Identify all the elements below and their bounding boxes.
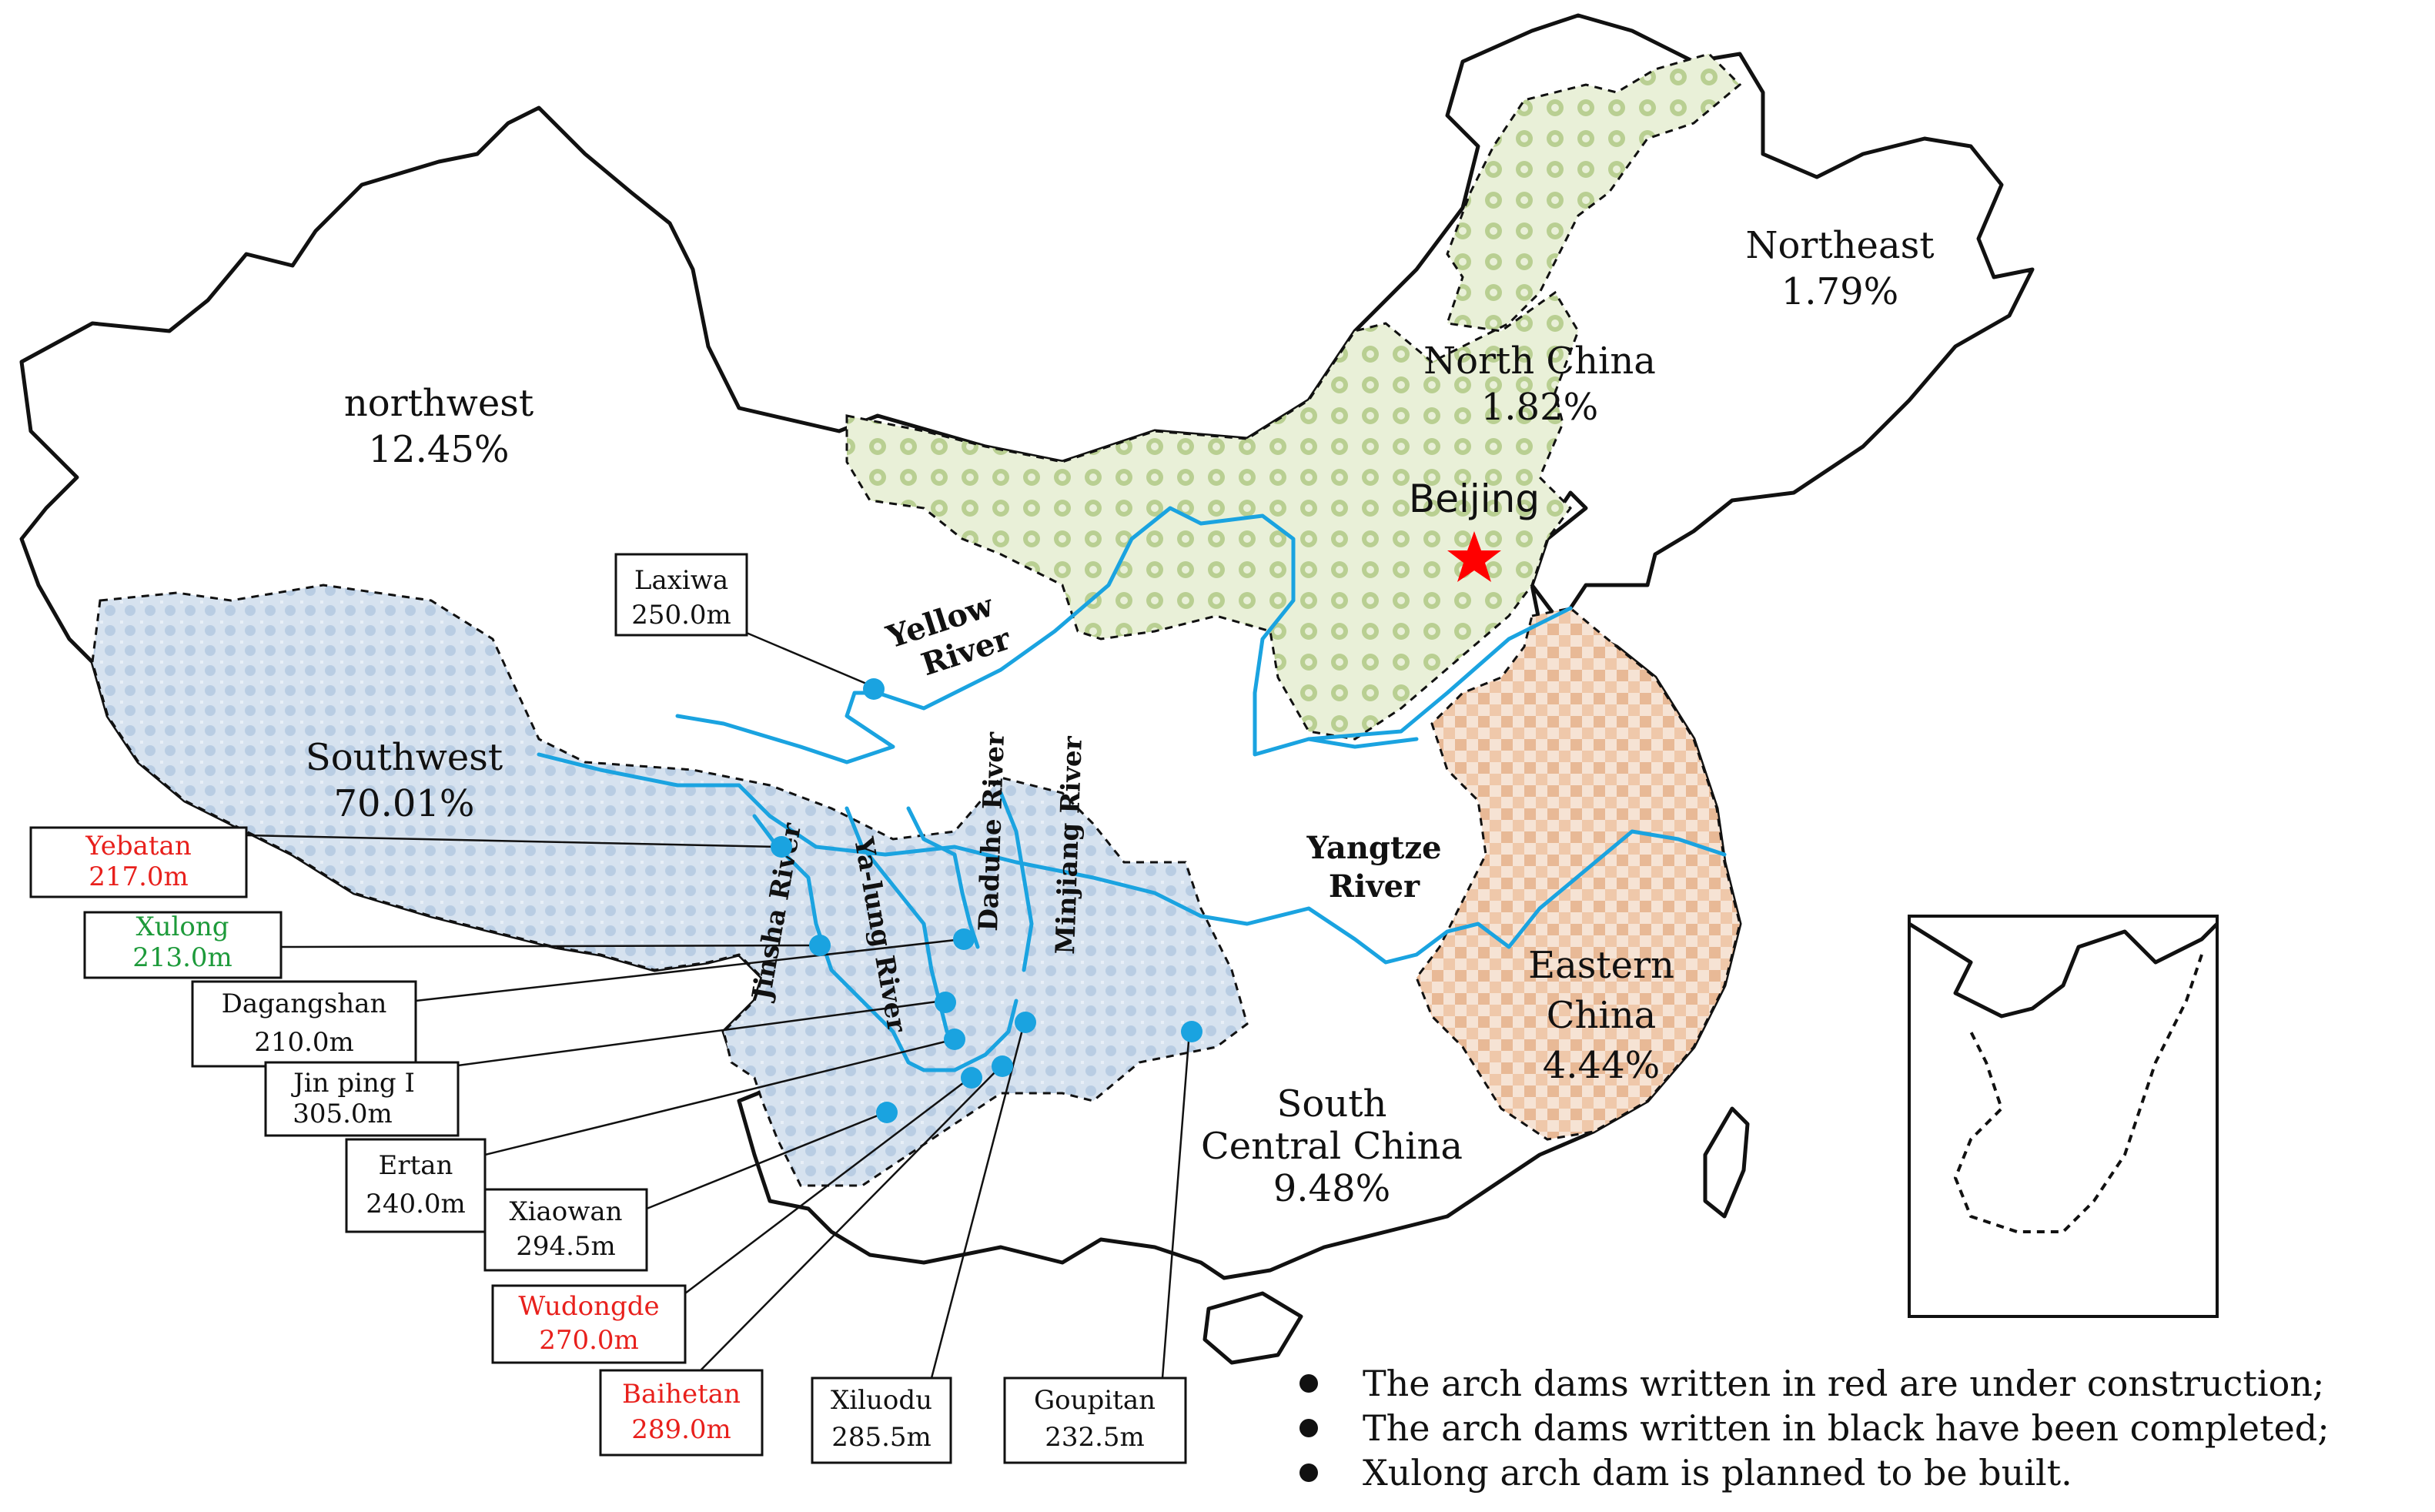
dam-marker-xiaowan — [876, 1102, 898, 1123]
leader-baihetan — [700, 1065, 1002, 1371]
svg-text:Xiaowan: Xiaowan — [509, 1196, 622, 1227]
leader-goupitan — [1161, 1031, 1191, 1379]
daduhe-river-label: Daduhe River — [973, 731, 1011, 932]
dam-label-jinping: Jin ping I 305.0m — [264, 1061, 460, 1137]
svg-text:Yebatan: Yebatan — [85, 831, 191, 861]
svg-text:305.0m: 305.0m — [293, 1099, 393, 1129]
region-northwest-share: 12.45% — [368, 428, 509, 471]
svg-text:232.5m: 232.5m — [1045, 1422, 1145, 1453]
daduhe-river — [906, 806, 980, 949]
dam-label-xiluodu: Xiluodu 285.5m — [811, 1377, 952, 1464]
svg-text:240.0m: 240.0m — [366, 1189, 466, 1219]
svg-text:Xiluodu: Xiluodu — [831, 1385, 932, 1416]
legend-bullet-red — [1299, 1374, 1318, 1393]
svg-text:Ertan: Ertan — [379, 1150, 453, 1181]
region-eastern-share: 4.44% — [1543, 1044, 1660, 1087]
leader-yebatan — [246, 834, 778, 848]
dam-label-laxiwa: Laxiwa 250.0m — [614, 553, 748, 637]
dam-label-wudongde: Wudongde 270.0m — [491, 1284, 687, 1364]
region-south-central-name2: Central China — [1201, 1125, 1463, 1168]
dam-marker-dagangshan — [953, 928, 975, 950]
svg-text:210.0m: 210.0m — [254, 1027, 354, 1058]
dam-marker-goupitan — [1181, 1021, 1202, 1042]
jinsha-river — [752, 814, 1018, 1072]
south-china-sea-inset — [1908, 915, 2219, 1318]
yangtze-river-label-2: River — [1329, 868, 1420, 905]
leader-xiaowan — [646, 1111, 886, 1210]
leader-ertan — [484, 1038, 955, 1156]
dam-label-goupitan: Goupitan 232.5m — [1003, 1377, 1187, 1464]
north-china-region — [845, 52, 1742, 741]
hainan-island — [1202, 1291, 1303, 1365]
inset-dashed-boundary — [1953, 954, 2203, 1233]
region-eastern-name: Eastern — [1528, 944, 1674, 987]
dam-label-yebatan: Yebatan 217.0m — [29, 826, 248, 898]
leader-laxiwa — [742, 630, 871, 687]
dam-label-baihetan: Baihetan 289.0m — [599, 1369, 764, 1457]
beijing-star-icon — [1447, 531, 1501, 582]
dam-label-ertan: Ertan 240.0m — [345, 1138, 487, 1233]
region-south-central-share: 9.48% — [1273, 1167, 1390, 1210]
region-northeast-name: Northeast — [1746, 224, 1935, 267]
yellow-river — [675, 506, 1573, 764]
legend-text-planned: Xulong arch dam is planned to be built. — [1363, 1452, 2072, 1494]
svg-text:285.5m: 285.5m — [831, 1422, 932, 1453]
taiwan-island — [1703, 1106, 1750, 1219]
legend-bullet-black — [1299, 1419, 1318, 1437]
region-northwest-name: northwest — [344, 382, 533, 425]
svg-text:Xulong: Xulong — [135, 912, 229, 942]
svg-text:Jin ping I: Jin ping I — [291, 1068, 415, 1099]
leader-xulong — [280, 944, 817, 948]
dam-label-xulong: Xulong 213.0m — [83, 911, 283, 979]
svg-text:Baihetan: Baihetan — [622, 1379, 741, 1410]
yangtze-river-label-1: Yangtze — [1306, 830, 1441, 866]
region-southwest-name: Southwest — [306, 736, 503, 779]
svg-text:294.5m: 294.5m — [516, 1231, 616, 1262]
leader-jinping — [423, 999, 944, 1072]
legend-text-black: The arch dams written in black have been… — [1363, 1407, 2330, 1449]
region-north-china-name: North China — [1423, 340, 1656, 383]
dam-label-xiaowan: Xiaowan 294.5m — [483, 1188, 648, 1272]
region-south-central-name: South — [1277, 1082, 1387, 1126]
dam-marker-yebatan — [771, 836, 792, 858]
dam-marker-wudongde — [961, 1067, 982, 1089]
yangtze-river — [537, 752, 1727, 965]
leader-xiluodu — [930, 1023, 1025, 1379]
region-north-china-share: 1.82% — [1481, 386, 1598, 429]
svg-text:289.0m: 289.0m — [631, 1414, 731, 1445]
dam-marker-laxiwa — [863, 678, 885, 700]
minjiang-river-label: Minjiang River — [1050, 735, 1089, 955]
legend-bullet-planned — [1299, 1463, 1318, 1482]
dam-marker-ertan — [944, 1029, 965, 1050]
svg-text:Laxiwa: Laxiwa — [634, 565, 728, 596]
legend-text-red: The arch dams written in red are under c… — [1363, 1363, 2324, 1404]
dam-marker-xiluodu — [1015, 1012, 1036, 1033]
legend: The arch dams written in red are under c… — [1299, 1363, 2330, 1494]
beijing-label: Beijing — [1409, 477, 1540, 521]
dam-label-dagangshan: Dagangshan 210.0m — [191, 980, 417, 1068]
dam-marker-baihetan — [992, 1055, 1013, 1077]
svg-text:250.0m: 250.0m — [631, 600, 731, 631]
svg-text:270.0m: 270.0m — [539, 1325, 639, 1356]
dam-marker-jinping — [935, 992, 956, 1013]
inset-coastline — [1908, 922, 2219, 1019]
svg-text:Wudongde: Wudongde — [518, 1291, 659, 1322]
minjiang-river — [998, 791, 1034, 972]
svg-text:Goupitan: Goupitan — [1034, 1385, 1156, 1416]
dam-marker-xulong — [809, 935, 831, 956]
leader-wudongde — [684, 1077, 971, 1294]
eastern-china-region — [1415, 607, 1741, 1141]
svg-text:217.0m: 217.0m — [89, 861, 189, 892]
leader-dagangshan — [415, 938, 963, 1002]
region-eastern-name2: China — [1547, 994, 1657, 1037]
region-northeast-share: 1.79% — [1781, 270, 1898, 313]
songhua-river-east — [1306, 737, 1419, 749]
region-southwest-share: 70.01% — [333, 782, 474, 825]
svg-text:Dagangshan: Dagangshan — [222, 988, 387, 1019]
svg-text:213.0m: 213.0m — [132, 942, 232, 973]
